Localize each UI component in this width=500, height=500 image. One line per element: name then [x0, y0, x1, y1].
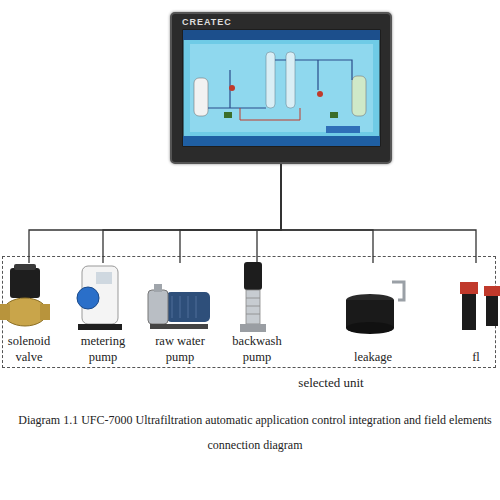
brand-label: CREATEC: [182, 17, 232, 27]
metering-pump-image: [77, 266, 122, 330]
device-label: fl: [455, 349, 497, 365]
signal-wire: [103, 164, 281, 263]
flow-sensor-image: [460, 282, 500, 330]
leakage-sensor-image: [346, 282, 404, 334]
signal-wire: [281, 164, 476, 263]
signal-wire: [180, 164, 281, 263]
device-label: backwash pump: [221, 333, 293, 365]
solenoid-valve-image: [0, 264, 50, 326]
field-device: backwash pump: [221, 263, 293, 365]
field-device: raw water pump: [141, 263, 219, 365]
device-label: raw water pump: [141, 333, 219, 365]
field-device: leakage: [333, 263, 413, 365]
group-label: selected unit: [261, 375, 401, 391]
figure-caption: Diagram 1.1 UFC-7000 Ultrafiltration aut…: [15, 408, 495, 458]
field-device: solenoid valve: [3, 263, 55, 365]
backwash-pump-image: [240, 262, 266, 332]
raw-water-pump-image: [148, 284, 210, 329]
signal-wire: [257, 164, 281, 263]
field-device: metering pump: [71, 263, 135, 365]
selected-unit-band: selected unitsolenoid valvemetering pump…: [2, 256, 496, 368]
field-device: fl: [455, 263, 497, 365]
device-label: solenoid valve: [3, 333, 55, 365]
device-label: leakage: [333, 349, 413, 365]
signal-wire: [29, 164, 281, 263]
hmi-panel: CREATEC: [170, 12, 392, 164]
signal-wire: [281, 164, 373, 263]
hmi-screen: [183, 30, 380, 146]
device-label: metering pump: [71, 333, 135, 365]
